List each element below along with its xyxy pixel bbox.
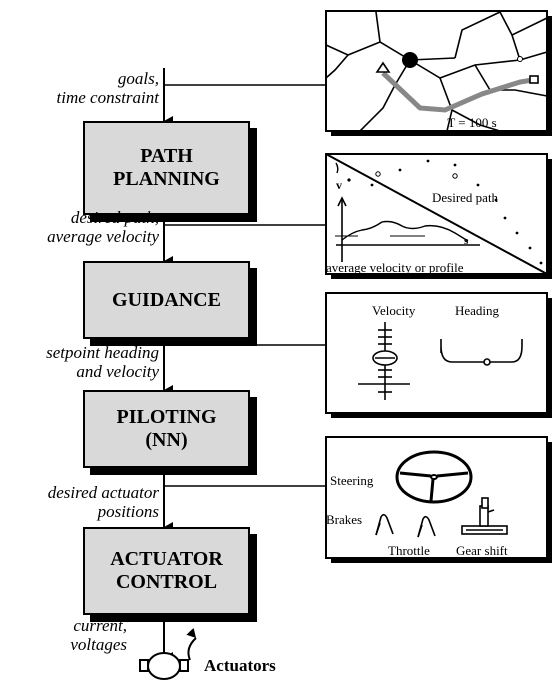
heading-label: Heading xyxy=(455,303,500,318)
actuator-positions-line2: positions xyxy=(97,502,159,521)
brakes-label: Brakes xyxy=(326,512,362,527)
current-line1: current, xyxy=(73,616,127,635)
setpoint-line2: and velocity xyxy=(76,362,159,381)
actuator-control-line1: ACTUATOR xyxy=(110,548,223,570)
planned-route xyxy=(381,71,533,113)
goals-label: goals, time constraint xyxy=(57,69,159,107)
s-axis-label: s xyxy=(464,235,469,247)
steering-wheel-icon xyxy=(395,450,473,504)
velocity-label: Velocity xyxy=(372,303,416,318)
path-planning-line2: PLANNING xyxy=(113,168,220,190)
map-time-label: T = 100 s xyxy=(447,115,496,130)
actuator-control-block: ACTUATOR CONTROL xyxy=(83,527,250,615)
v-axis-label-text: v xyxy=(336,178,342,192)
setpoint-panel xyxy=(325,292,552,418)
gear-shift-label: Gear shift xyxy=(456,543,508,558)
map-panel xyxy=(325,10,552,136)
current-voltages-label: current, voltages xyxy=(70,616,127,654)
path-planning-block: PATH PLANNING xyxy=(83,121,250,215)
actuator-positions-line1: desired actuator xyxy=(47,483,159,502)
piloting-line2: (NN) xyxy=(145,429,188,451)
heading-gauge xyxy=(440,339,523,366)
piloting-line1: PILOTING xyxy=(116,406,217,428)
throttle-label: Throttle xyxy=(388,543,430,558)
desired-path-line1: desired path, xyxy=(70,208,159,227)
piloting-block: PILOTING (NN) xyxy=(83,390,250,468)
controls-panel xyxy=(325,436,552,563)
current-line2: voltages xyxy=(70,635,127,654)
actuators-label: Actuators xyxy=(204,656,276,675)
actuator-symbol xyxy=(139,652,189,680)
path-panel xyxy=(325,153,552,279)
start-marker xyxy=(375,61,391,73)
velocity-axes xyxy=(336,196,480,262)
velocity-gauge xyxy=(358,322,410,400)
path-dots xyxy=(347,159,543,265)
guidance-block: GUIDANCE xyxy=(83,261,250,339)
desired-path-signal-label: desired path, average velocity xyxy=(47,208,159,246)
actuator-control-line2: CONTROL xyxy=(115,571,218,593)
velocity-profile-curve xyxy=(341,220,469,242)
actuator-positions-label: desired actuator positions xyxy=(48,483,159,521)
guidance-label: GUIDANCE xyxy=(112,288,221,311)
desired-path-line2: average velocity xyxy=(47,227,159,246)
gear-shift-icon xyxy=(461,497,508,535)
goal-marker xyxy=(529,75,539,84)
setpoint-line1: setpoint heading xyxy=(46,343,159,362)
goals-line2: time constraint xyxy=(56,88,159,107)
goals-line1: goals, xyxy=(117,69,159,88)
profile-label: average velocity or profile xyxy=(326,260,464,275)
setpoint-signal-label: setpoint heading and velocity xyxy=(46,343,159,381)
branch-lines xyxy=(164,84,326,487)
path-planning-line1: PATH xyxy=(140,145,193,167)
throttle-pedal-icon xyxy=(417,515,436,538)
desired-path-label: Desired path xyxy=(432,190,499,205)
obstacle-marker xyxy=(402,52,418,68)
brake-pedal-icon xyxy=(375,513,394,536)
diagonal-divider xyxy=(325,153,548,275)
feedback-curve-arrow xyxy=(186,627,197,661)
steering-label: Steering xyxy=(330,473,374,488)
